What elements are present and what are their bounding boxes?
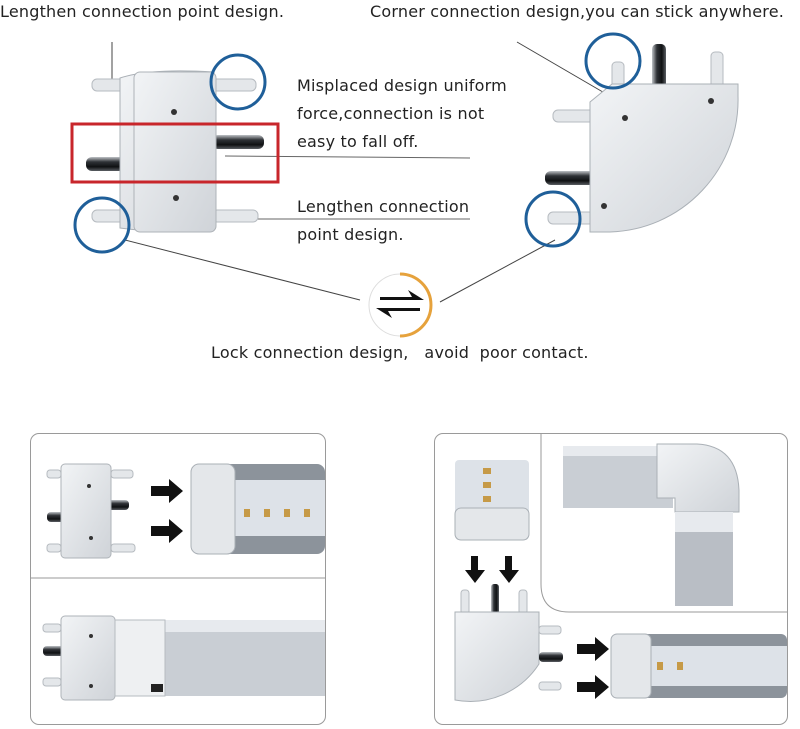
corner-label: Corner connection design,you can stick a…	[370, 2, 785, 21]
straight-install-panel	[30, 433, 326, 725]
lengthen-mid-label: Lengthen connection point design.	[297, 197, 470, 244]
straight-connector	[86, 70, 264, 233]
highlight-circle	[209, 53, 267, 111]
highlight-circle	[73, 196, 131, 254]
misplaced-label: Misplaced design uniform force,connectio…	[297, 76, 507, 151]
arrow-right-icon	[151, 519, 183, 543]
highlight-box	[70, 122, 280, 184]
lengthen-top-label: Lengthen connection point design.	[0, 2, 285, 21]
corner-connector	[545, 44, 739, 233]
connector-illustration	[70, 32, 739, 338]
highlight-circle	[584, 32, 642, 90]
corner-install-panel	[434, 433, 788, 725]
arrow-right-icon	[151, 479, 183, 503]
lock-label: Lock connection design, avoid poor conta…	[211, 343, 589, 362]
arrow-right-icon	[577, 675, 609, 699]
highlight-circle	[524, 190, 582, 248]
arrow-down-icon	[465, 556, 485, 583]
arrow-down-icon	[499, 556, 519, 583]
double-arrow-icon	[368, 272, 433, 338]
arrow-right-icon	[577, 637, 609, 661]
